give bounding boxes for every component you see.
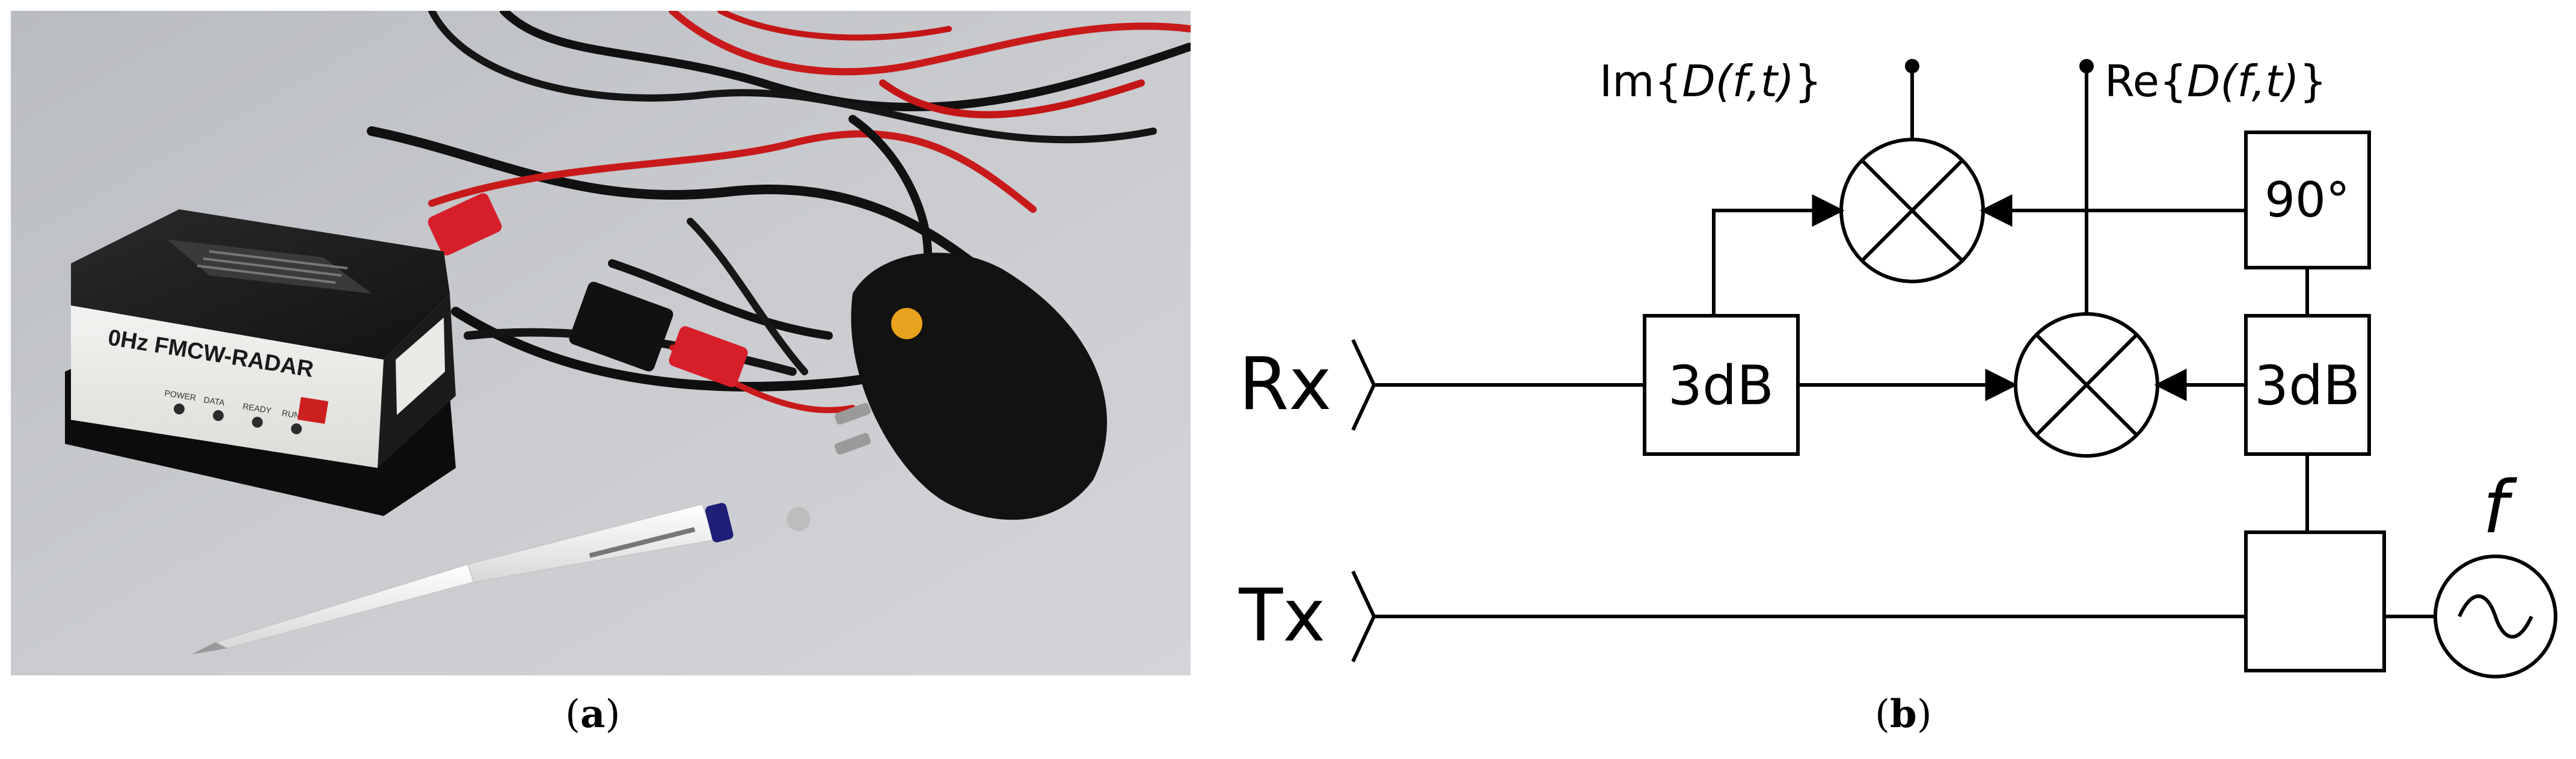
device-label-plate: [71, 306, 384, 468]
phase-shifter-label: 90°: [2265, 172, 2350, 228]
left-splitter-label: 3dB: [1668, 354, 1774, 417]
heatsink-ribs: [197, 250, 348, 284]
tx-antenna-icon: [1351, 570, 1376, 663]
caption-a: (a): [565, 692, 621, 737]
oscillator-icon: [2433, 555, 2557, 678]
coupler-block: [2244, 530, 2386, 672]
rx-antenna-icon: [1351, 339, 1376, 431]
im-mixer-icon: [1839, 138, 1985, 283]
radar-box: 0Hz FMCW-RADAR POWER DATA READY RUN: [65, 209, 456, 516]
re-output-label: Re{D(f,t)}: [2105, 56, 2327, 106]
caption-b: (b): [1875, 692, 1932, 737]
re-output-terminal: [2079, 59, 2094, 73]
tx-label: Tx: [1239, 574, 1325, 658]
block-diagram: Rx Tx 3dB 3dB 90° Im{D(f,t)} Re{D(f,t)} …: [1239, 56, 2557, 678]
left-splitter-to-im-mixer-line: [1712, 194, 1845, 316]
ballpoint-pen: [191, 503, 811, 654]
ethernet-plug: [428, 193, 748, 387]
led-label-ready: READY: [242, 401, 273, 415]
brand-logo: [297, 397, 329, 424]
led-label-data: DATA: [203, 395, 226, 407]
status-leds: [174, 404, 302, 434]
im-output-terminal: [1905, 59, 1919, 73]
led-label-run: RUN: [281, 408, 301, 420]
im-output-label: Im{D(f,t)}: [1599, 56, 1822, 106]
cables: [367, 11, 1191, 413]
re-mixer-icon: [2014, 312, 2159, 458]
right-splitter-label: 3dB: [2254, 354, 2360, 417]
radar-device-photo: 0Hz FMCW-RADAR POWER DATA READY RUN: [11, 11, 1191, 675]
rx-label: Rx: [1239, 343, 1331, 426]
power-adapter: [835, 253, 1107, 520]
oscillator-label: f: [2483, 466, 2518, 550]
